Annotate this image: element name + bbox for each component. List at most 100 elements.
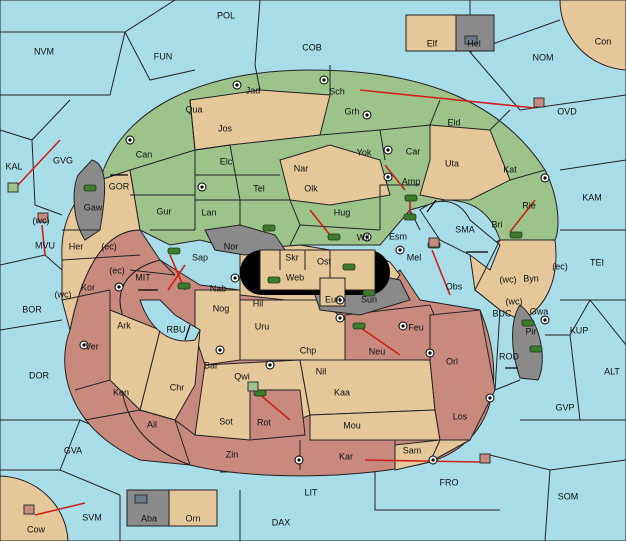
label-wc1: (wc) <box>33 215 50 225</box>
label-jos: Jos <box>218 123 233 133</box>
province-labels: POL NVM FUN COB NOM Con Elf Hel OVD KAL … <box>5 10 620 534</box>
label-alt: ALT <box>604 366 620 376</box>
label-pir: Pir <box>526 326 537 336</box>
sea-inlet-sma <box>419 200 501 271</box>
label-tel: Tel <box>253 183 265 193</box>
label-con: Con <box>595 36 612 46</box>
province-gaw[interactable] <box>73 159 106 241</box>
label-elf: Elf <box>427 38 438 48</box>
label-ail: Ail <box>147 419 157 429</box>
label-rbu: RBU <box>166 324 185 334</box>
label-wc4: (wc) <box>55 289 72 299</box>
label-ec2: (ec) <box>552 261 568 271</box>
province-hel[interactable] <box>455 14 495 52</box>
label-som: SOM <box>558 491 579 501</box>
label-sun: Sun <box>361 294 377 304</box>
label-lit: LIT <box>304 487 318 497</box>
label-orl: Orl <box>446 356 458 366</box>
label-ec3: (ec) <box>109 265 125 275</box>
label-hug: Hug <box>334 207 351 217</box>
fleet-units[interactable] <box>7 35 545 515</box>
label-eld: Eld <box>447 117 460 127</box>
label-orn: Orn <box>185 513 200 523</box>
label-can: Can <box>136 149 153 159</box>
label-cow: Cow <box>27 524 46 534</box>
label-chp: Chp <box>300 345 317 355</box>
label-jad: Jad <box>246 85 261 95</box>
label-gvg: GVG <box>53 155 73 165</box>
label-hel: Hel <box>467 38 481 48</box>
province-pir[interactable] <box>512 304 543 381</box>
province-elf[interactable] <box>405 14 457 52</box>
label-rod: ROD <box>499 351 520 361</box>
label-kar: Kar <box>339 451 353 461</box>
label-lan: Lan <box>201 207 216 217</box>
label-her: Her <box>69 241 84 251</box>
order-arrows <box>17 89 536 516</box>
label-kam: KAM <box>582 192 602 202</box>
label-mvu: MVU <box>35 240 55 250</box>
label-uru: Uru <box>255 321 270 331</box>
label-kup: KUP <box>570 325 589 335</box>
sea-inlet-rbu <box>139 299 201 342</box>
label-sam: Sam <box>403 445 422 455</box>
label-sap: Sap <box>192 252 208 262</box>
label-gur: Gur <box>156 206 171 216</box>
label-ovd: OVD <box>557 106 577 116</box>
label-tei: TEI <box>590 257 604 267</box>
label-grh: Grh <box>344 106 359 116</box>
label-svm: SVM <box>82 512 102 522</box>
label-wc2: (wc) <box>500 274 517 284</box>
label-kor: Kor <box>81 282 95 292</box>
province-web-skr-ost[interactable] <box>259 249 376 291</box>
label-ken: Ken <box>113 387 129 397</box>
label-neu: Neu <box>369 346 386 356</box>
label-sma: SMA <box>455 224 475 234</box>
label-sch: Sch <box>329 86 345 96</box>
label-mel: Mel <box>407 252 422 262</box>
province-orn[interactable] <box>168 489 218 527</box>
label-web: Web <box>286 272 304 282</box>
label-sot: Sot <box>219 416 233 426</box>
label-wil: Wil <box>357 232 370 242</box>
label-obs: Obs <box>446 281 463 291</box>
label-amp: Amp <box>402 176 421 186</box>
label-nar: Nar <box>294 163 309 173</box>
label-bor: BOR <box>22 304 42 314</box>
province-mou[interactable] <box>309 409 441 441</box>
label-yok: Yok <box>357 147 372 157</box>
label-qwi: Qwi <box>234 371 250 381</box>
label-kat: Kat <box>503 164 517 174</box>
province-con[interactable] <box>559 0 626 71</box>
label-hil: Hil <box>253 298 264 308</box>
province-nog-bar[interactable] <box>194 289 241 366</box>
label-wc3: (wc) <box>506 296 523 306</box>
label-nor: Nor <box>224 241 239 251</box>
label-los: Los <box>453 411 468 421</box>
label-bri: Bri <box>492 219 503 229</box>
supply-center-dots <box>82 78 547 462</box>
label-cob: COB <box>302 42 322 52</box>
label-uta: Uta <box>445 158 459 168</box>
province-rot[interactable] <box>249 389 306 441</box>
label-esm: Esm <box>389 231 407 241</box>
label-kal: KAL <box>5 161 22 171</box>
label-chr: Chr <box>170 382 185 392</box>
label-gvp: GVP <box>555 402 574 412</box>
label-gva: GVA <box>64 445 82 455</box>
label-elc: Elc <box>220 156 233 166</box>
label-buc: BUC <box>492 308 512 318</box>
label-rot: Rot <box>257 417 272 427</box>
label-pol: POL <box>217 10 235 20</box>
label-gaw: Gaw <box>84 202 103 212</box>
label-gwa: Gwa <box>530 306 549 316</box>
double-arrows <box>110 174 518 369</box>
province-uta[interactable] <box>419 124 511 201</box>
label-fro: FRO <box>440 477 459 487</box>
province-aba[interactable] <box>126 489 170 527</box>
label-qua: Qua <box>185 104 202 114</box>
label-bar: Bar <box>204 360 218 370</box>
label-feu: Feu <box>408 322 424 332</box>
label-dax: DAX <box>272 517 291 527</box>
